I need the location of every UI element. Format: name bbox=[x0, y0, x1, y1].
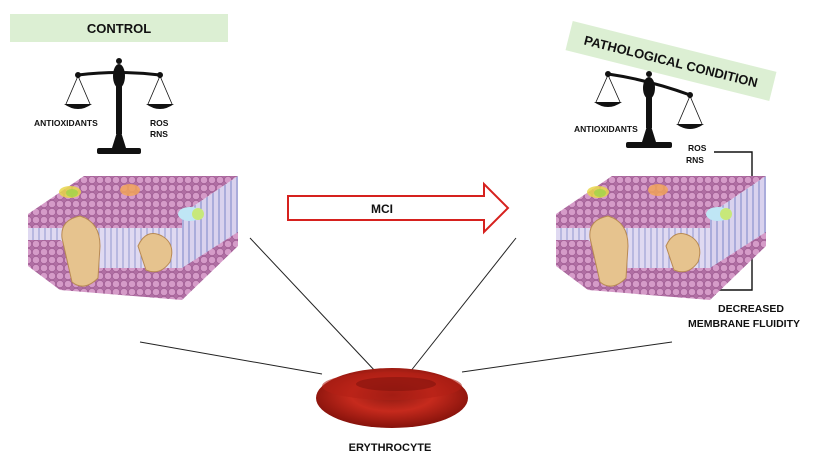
control-ros-label: ROS bbox=[150, 118, 169, 128]
control-rns-label: RNS bbox=[150, 129, 168, 139]
erythrocyte-label: ERYTHROCYTE bbox=[349, 442, 432, 454]
connector-line bbox=[461, 341, 673, 373]
mci-arrow bbox=[287, 181, 510, 235]
erythrocyte-icon bbox=[316, 368, 468, 428]
mci-label: MCI bbox=[371, 202, 393, 216]
pathological-membrane-icon bbox=[556, 176, 766, 300]
pathological-ros-label: ROS bbox=[688, 143, 707, 153]
pathological-antioxidants-label: ANTIOXIDANTS bbox=[574, 124, 638, 134]
connector-line bbox=[249, 237, 377, 373]
outcome-line2: MEMBRANE FLUIDITY bbox=[688, 318, 800, 330]
control-title: CONTROL bbox=[86, 20, 152, 36]
connector-line bbox=[139, 341, 323, 375]
pathological-balance-scale-icon bbox=[594, 71, 704, 148]
connector-lines bbox=[139, 237, 673, 375]
control-membrane-icon bbox=[28, 176, 238, 300]
control-balance-scale-icon bbox=[64, 58, 174, 154]
connector-line bbox=[409, 237, 517, 373]
control-banner: CONTROL bbox=[10, 14, 228, 42]
outcome-line1: DECREASED bbox=[718, 303, 784, 315]
control-antioxidants-label: ANTIOXIDANTS bbox=[34, 118, 98, 128]
pathological-rns-label: RNS bbox=[686, 155, 704, 165]
